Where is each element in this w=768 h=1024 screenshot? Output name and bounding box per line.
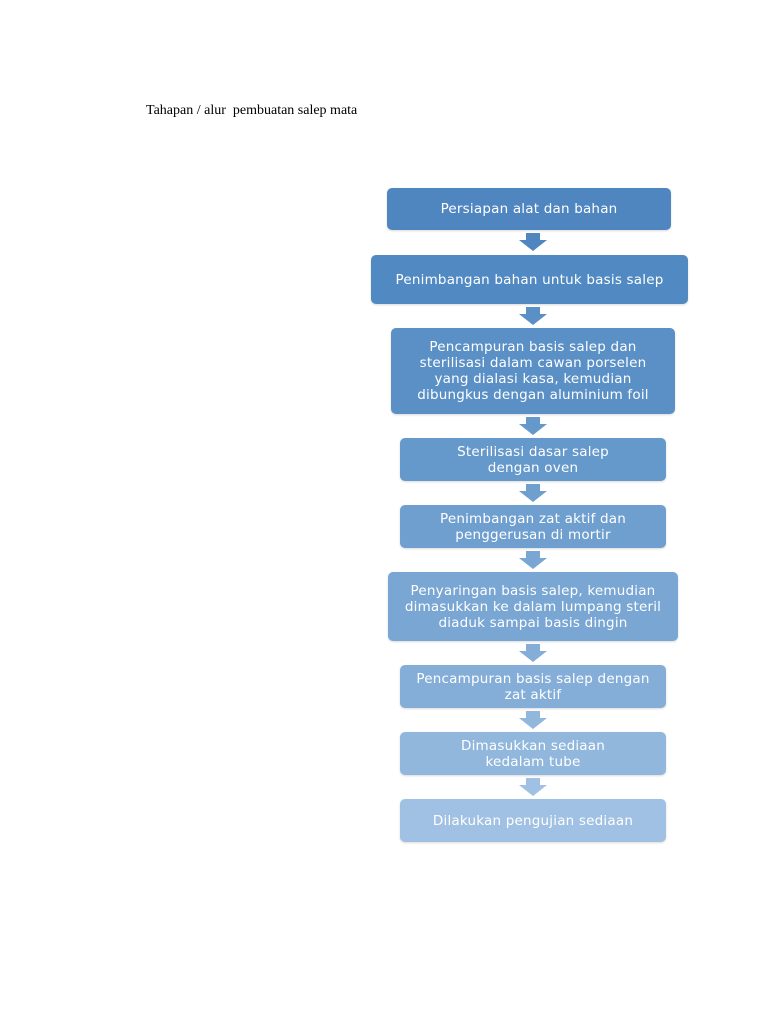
flow-step-text: Sterilisasi dasar salep dengan oven: [457, 443, 609, 476]
page-title: Tahapan / alur pembuatan salep mata: [146, 103, 358, 118]
flow-step-text: Persiapan alat dan bahan: [440, 201, 618, 217]
flow-step: Pencampuran basis salep dan sterilisasi …: [391, 328, 675, 414]
flow-step-text: Penyaringan basis salep, kemudian dimasu…: [404, 582, 662, 631]
flow-step: Sterilisasi dasar salep dengan oven: [400, 438, 666, 481]
flow-step: Dilakukan pengujian sediaan: [400, 799, 666, 842]
flow-step-text: Pencampuran basis salep dan sterilisasi …: [417, 339, 649, 403]
down-arrow-icon: [519, 711, 547, 729]
flow-step-text: Penimbangan zat aktif dan penggerusan di…: [439, 510, 627, 543]
flow-step: Penimbangan bahan untuk basis salep: [371, 255, 688, 304]
flow-step: Pencampuran basis salep dengan zat aktif: [400, 665, 666, 708]
down-arrow-icon: [519, 307, 547, 325]
down-arrow-icon: [519, 484, 547, 502]
flow-step: Persiapan alat dan bahan: [387, 188, 671, 230]
flow-step: Penyaringan basis salep, kemudian dimasu…: [388, 572, 678, 641]
flow-step: Penimbangan zat aktif dan penggerusan di…: [400, 505, 666, 548]
down-arrow-icon: [519, 778, 547, 796]
flow-step-text: Pencampuran basis salep dengan zat aktif: [416, 670, 650, 703]
flow-step-text: Dimasukkan sediaan kedalam tube: [460, 737, 606, 770]
down-arrow-icon: [519, 233, 547, 251]
flow-step-text: Penimbangan bahan untuk basis salep: [395, 271, 664, 288]
down-arrow-icon: [519, 644, 547, 662]
down-arrow-icon: [519, 551, 547, 569]
flow-step: Dimasukkan sediaan kedalam tube: [400, 732, 666, 775]
down-arrow-icon: [519, 417, 547, 435]
flow-step-text: Dilakukan pengujian sediaan: [432, 812, 634, 829]
